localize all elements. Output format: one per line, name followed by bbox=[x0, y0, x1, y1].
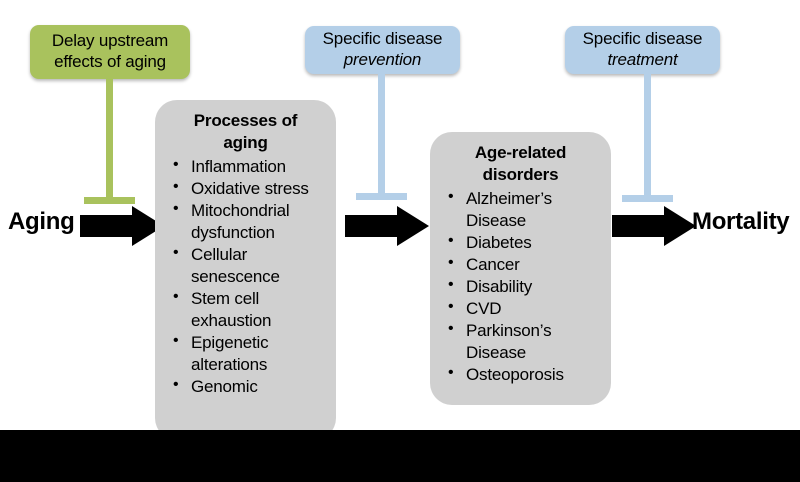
list-item: Oxidative stress bbox=[171, 177, 330, 200]
list-item: Alzheimer’s Disease bbox=[446, 186, 605, 232]
end-label-mortality: Mortality bbox=[692, 208, 790, 235]
list-item: Epigenetic alterations bbox=[171, 331, 330, 376]
processes-title-line2: aging bbox=[223, 132, 268, 152]
start-label-aging: Aging bbox=[8, 208, 75, 235]
flow-arrow-disorders-to-mortality bbox=[612, 206, 696, 246]
inhibitor-crossbar-prevention bbox=[356, 193, 407, 200]
list-item: Disability bbox=[446, 275, 605, 298]
delay-upstream-line2: effects of aging bbox=[54, 52, 166, 71]
treatment-line1: Specific disease bbox=[582, 29, 703, 49]
age-related-disorders-title: Age-related disorders bbox=[430, 132, 611, 186]
treatment-line2: treatment bbox=[607, 50, 678, 69]
bottom-crop-bar bbox=[0, 430, 800, 482]
list-item: Cellular senescence bbox=[171, 243, 330, 288]
processes-title-line1: Processes of bbox=[193, 111, 298, 130]
processes-of-aging-list: Inflammation Oxidative stress Mitochondr… bbox=[155, 154, 336, 399]
list-item: Diabetes bbox=[446, 231, 605, 254]
inhibitor-stem-delay-upstream bbox=[106, 79, 113, 201]
inhibitor-crossbar-treatment bbox=[622, 195, 673, 202]
disorders-title-line1: Age-related bbox=[474, 143, 567, 162]
intervention-box-treatment[interactable]: Specific disease treatment bbox=[565, 26, 720, 74]
prevention-line1: Specific disease bbox=[322, 29, 443, 49]
list-item: Mitochondrial dysfunction bbox=[171, 199, 330, 244]
list-item: Cancer bbox=[446, 253, 605, 276]
list-item: Inflammation bbox=[171, 154, 330, 178]
age-related-disorders-list: Alzheimer’s Disease Diabetes Cancer Disa… bbox=[430, 186, 611, 387]
list-item: Genomic bbox=[171, 375, 330, 398]
inhibitor-crossbar-delay-upstream bbox=[84, 197, 135, 204]
list-item: Parkinson’s Disease bbox=[446, 319, 605, 364]
box-processes-of-aging: Processes of aging Inflammation Oxidativ… bbox=[155, 100, 336, 440]
list-item: CVD bbox=[446, 297, 605, 320]
delay-upstream-line1: Delay upstream bbox=[51, 31, 169, 51]
processes-of-aging-title: Processes of aging bbox=[155, 100, 336, 154]
inhibitor-stem-prevention bbox=[378, 74, 385, 196]
disorders-title-line2: disorders bbox=[482, 164, 559, 184]
intervention-box-delay-upstream[interactable]: Delay upstream effects of aging bbox=[30, 25, 190, 79]
flow-arrow-processes-to-disorders bbox=[345, 206, 429, 246]
list-item: Stem cell exhaustion bbox=[171, 287, 330, 332]
inhibitor-stem-treatment bbox=[644, 74, 651, 198]
box-age-related-disorders: Age-related disorders Alzheimer’s Diseas… bbox=[430, 132, 611, 405]
prevention-line2: prevention bbox=[343, 50, 422, 69]
list-item: Osteoporosis bbox=[446, 363, 605, 386]
flow-arrow-aging-to-processes bbox=[80, 206, 164, 246]
intervention-box-prevention[interactable]: Specific disease prevention bbox=[305, 26, 460, 74]
